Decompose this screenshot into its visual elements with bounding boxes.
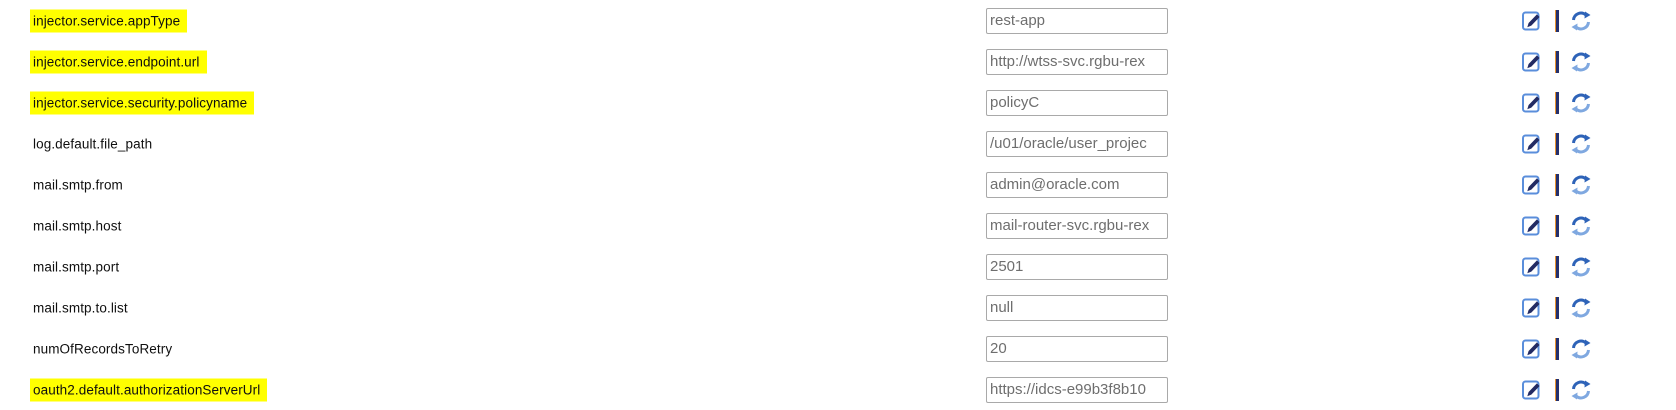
property-name: log.default.file_path (33, 136, 153, 151)
row-actions (1521, 50, 1592, 74)
property-value-input[interactable] (986, 89, 1168, 116)
refresh-sync-icon (1570, 379, 1592, 401)
edit-pen-page-icon (1521, 10, 1543, 32)
property-name: mail.smtp.port (33, 259, 120, 274)
property-value-input[interactable] (986, 335, 1168, 362)
property-name: mail.smtp.host (33, 218, 122, 233)
refresh-button[interactable] (1570, 51, 1592, 73)
vertical-bar-divider (1555, 91, 1559, 114)
edit-button[interactable] (1521, 256, 1543, 278)
config-row: oauth2.default.authorizationServerUrl (0, 369, 1676, 410)
property-value-input[interactable] (986, 253, 1168, 280)
edit-pen-page-icon (1521, 133, 1543, 155)
property-value-input[interactable] (986, 48, 1168, 75)
refresh-button[interactable] (1570, 338, 1592, 360)
edit-pen-page-icon (1521, 92, 1543, 114)
vertical-bar-divider (1555, 337, 1559, 360)
config-row: log.default.file_path (0, 123, 1676, 164)
edit-button[interactable] (1521, 92, 1543, 114)
refresh-button[interactable] (1570, 174, 1592, 196)
edit-pen-page-icon (1521, 215, 1543, 237)
vertical-bar-divider (1555, 255, 1559, 278)
property-name: injector.service.appType (30, 9, 188, 32)
edit-pen-page-icon (1521, 379, 1543, 401)
config-row: mail.smtp.host (0, 205, 1676, 246)
property-name: mail.smtp.to.list (33, 300, 128, 315)
refresh-sync-icon (1570, 297, 1592, 319)
property-value-input[interactable] (986, 376, 1168, 403)
refresh-sync-icon (1570, 133, 1592, 155)
row-actions (1521, 255, 1592, 279)
property-value-input[interactable] (986, 171, 1168, 198)
property-value-input[interactable] (986, 7, 1168, 34)
refresh-sync-icon (1570, 338, 1592, 360)
refresh-sync-icon (1570, 215, 1592, 237)
refresh-button[interactable] (1570, 133, 1592, 155)
row-actions (1521, 173, 1592, 197)
edit-button[interactable] (1521, 379, 1543, 401)
property-name: numOfRecordsToRetry (33, 341, 173, 356)
refresh-button[interactable] (1570, 215, 1592, 237)
vertical-bar-divider (1555, 214, 1559, 237)
vertical-bar-divider (1555, 378, 1559, 401)
row-actions (1521, 132, 1592, 156)
row-actions (1521, 214, 1592, 238)
property-name: mail.smtp.from (33, 177, 123, 192)
vertical-bar-divider (1555, 173, 1559, 196)
refresh-sync-icon (1570, 256, 1592, 278)
edit-button[interactable] (1521, 174, 1543, 196)
vertical-bar-divider (1555, 132, 1559, 155)
vertical-bar-divider (1555, 50, 1559, 73)
config-row: numOfRecordsToRetry (0, 328, 1676, 369)
refresh-sync-icon (1570, 51, 1592, 73)
refresh-button[interactable] (1570, 92, 1592, 114)
property-value-input[interactable] (986, 212, 1168, 239)
property-name: injector.service.endpoint.url (30, 50, 207, 73)
row-actions (1521, 296, 1592, 320)
refresh-button[interactable] (1570, 256, 1592, 278)
vertical-bar-divider (1555, 296, 1559, 319)
refresh-sync-icon (1570, 10, 1592, 32)
edit-pen-page-icon (1521, 51, 1543, 73)
edit-button[interactable] (1521, 133, 1543, 155)
edit-pen-page-icon (1521, 297, 1543, 319)
refresh-sync-icon (1570, 174, 1592, 196)
refresh-sync-icon (1570, 92, 1592, 114)
config-row: injector.service.security.policyname (0, 82, 1676, 123)
config-row: injector.service.appType (0, 0, 1676, 41)
config-row: mail.smtp.to.list (0, 287, 1676, 328)
vertical-bar-divider (1555, 9, 1559, 32)
edit-pen-page-icon (1521, 174, 1543, 196)
edit-button[interactable] (1521, 10, 1543, 32)
edit-pen-page-icon (1521, 256, 1543, 278)
refresh-button[interactable] (1570, 297, 1592, 319)
refresh-button[interactable] (1570, 379, 1592, 401)
config-row: mail.smtp.port (0, 246, 1676, 287)
config-row: mail.smtp.from (0, 164, 1676, 205)
edit-button[interactable] (1521, 297, 1543, 319)
edit-pen-page-icon (1521, 338, 1543, 360)
property-value-input[interactable] (986, 294, 1168, 321)
property-name: injector.service.security.policyname (30, 91, 255, 114)
config-row: injector.service.endpoint.url (0, 41, 1676, 82)
edit-button[interactable] (1521, 51, 1543, 73)
row-actions (1521, 91, 1592, 115)
refresh-button[interactable] (1570, 10, 1592, 32)
property-value-input[interactable] (986, 130, 1168, 157)
property-name: oauth2.default.authorizationServerUrl (30, 378, 268, 401)
row-actions (1521, 337, 1592, 361)
row-actions (1521, 9, 1592, 33)
edit-button[interactable] (1521, 338, 1543, 360)
row-actions (1521, 378, 1592, 402)
edit-button[interactable] (1521, 215, 1543, 237)
